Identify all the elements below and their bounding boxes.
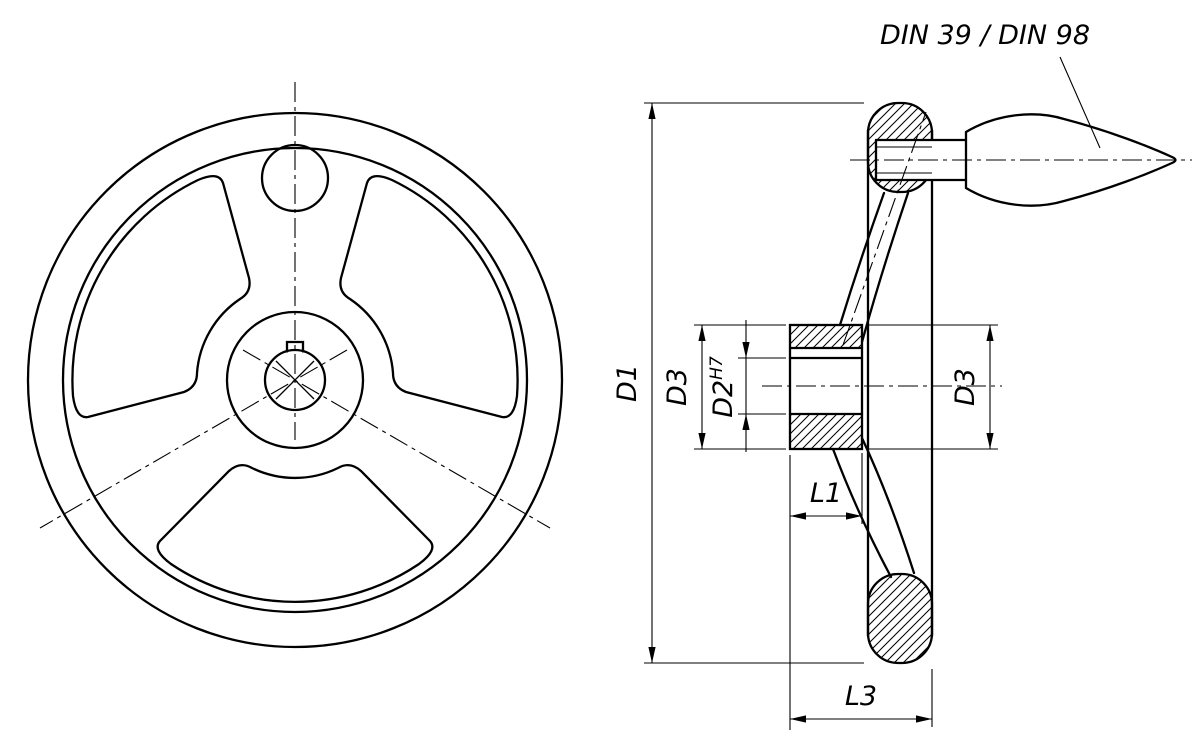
arrowhead	[790, 512, 806, 520]
dim-label-l1: L1	[810, 478, 842, 509]
dimension-l3: L3	[790, 669, 933, 727]
bore-cross-2	[275, 360, 315, 400]
d2-tolerance: H7	[707, 356, 727, 380]
arrowhead	[846, 512, 862, 520]
dim-label-d3-left: D3	[662, 368, 693, 406]
rim-section-bottom	[866, 572, 934, 665]
centerline-spoke-right	[242, 349, 551, 529]
dim-label-l3: L3	[845, 681, 877, 712]
dimension-d1: D1	[612, 102, 864, 664]
window-upper-right	[339, 175, 519, 419]
window-bottom	[156, 463, 434, 604]
arrowhead	[648, 647, 656, 663]
dimension-l1: L1	[789, 453, 863, 730]
din-spec-label: DIN 39 / DIN 98	[880, 20, 1090, 51]
dimension-d2: D2H7	[707, 320, 786, 452]
arrowhead	[790, 715, 806, 723]
handle-boss-circle	[260, 143, 330, 213]
keyway	[285, 340, 305, 353]
dim-label-d1: D1	[612, 364, 643, 402]
spoke-bottom-edge-2	[860, 436, 916, 575]
arrowhead	[986, 325, 994, 341]
arrowhead	[698, 325, 706, 341]
hub-hatch-bottom	[790, 414, 862, 449]
d2-base: D2	[708, 380, 739, 418]
dim-label-d2: D2H7	[707, 356, 739, 418]
arrowhead	[742, 342, 750, 358]
leader-line	[1059, 56, 1101, 149]
hub-circle	[225, 310, 365, 450]
window-upper-left	[71, 175, 251, 419]
arrowhead	[698, 433, 706, 449]
hub-hatch-top	[790, 325, 862, 348]
arrowhead	[648, 103, 656, 119]
bore-circle	[263, 348, 327, 412]
dimension-d3-left: D3	[662, 324, 786, 450]
dimensions: D1 D3 D2H7 D3	[612, 20, 1101, 730]
spoke-top-edge-1	[838, 191, 886, 327]
rim-outer-circle	[26, 111, 564, 649]
centerline-spoke-left	[39, 349, 348, 529]
dimension-d3-right: D3	[866, 324, 998, 450]
dim-label-d3-right: D3	[950, 368, 981, 406]
centerline-spoke-axis	[842, 111, 927, 346]
spoke-bottom-edge-1	[831, 447, 893, 579]
arrowhead	[916, 715, 932, 723]
rim-inner-circle	[61, 146, 529, 614]
arrowhead	[742, 414, 750, 430]
side-view	[762, 101, 1192, 665]
din-callout: DIN 39 / DIN 98	[880, 20, 1101, 149]
arrowhead	[986, 433, 994, 449]
hub-outline	[788, 323, 864, 451]
front-view	[26, 82, 564, 649]
